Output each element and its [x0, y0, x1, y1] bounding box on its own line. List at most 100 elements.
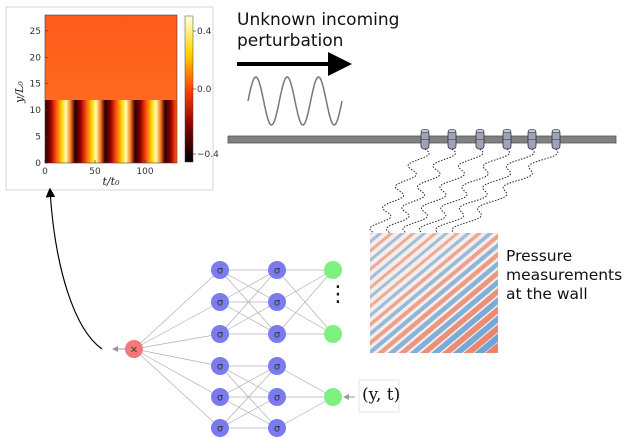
- signal-wave: [418, 148, 511, 234]
- network-edge: [133, 348, 221, 429]
- hidden-node-symbol: σ: [274, 424, 281, 435]
- network-edge: [276, 396, 334, 429]
- network-edges: [133, 269, 334, 429]
- pressure-stripe: [376, 251, 498, 353]
- ellipsis: ⋮: [327, 282, 349, 307]
- pressure-sensor: [502, 129, 512, 150]
- colorbar-tick-label: −0.4: [197, 150, 219, 160]
- hidden-node-symbol: σ: [217, 298, 224, 309]
- hidden-node-symbol: σ: [217, 266, 224, 277]
- pressure-stripe: [441, 306, 498, 353]
- y-tick-label: 10: [30, 106, 42, 116]
- pressure-label-line2: measurements: [506, 266, 623, 284]
- pressure-stripe: [370, 233, 449, 300]
- hidden-node-symbol: σ: [274, 362, 281, 373]
- pressure-stripe: [431, 296, 498, 353]
- signal-wave: [435, 148, 535, 234]
- hidden-node: σ: [268, 325, 286, 343]
- pressure-stripe: [409, 278, 498, 353]
- hidden-node: σ: [211, 293, 229, 311]
- pressure-stripe: [452, 315, 498, 353]
- network-edge: [219, 269, 278, 303]
- pressure-sensor: [420, 129, 430, 150]
- pressure-stripe: [474, 333, 498, 353]
- signal-wave: [385, 148, 457, 234]
- colorbar-tick-label: 0.4: [197, 27, 212, 37]
- heatmap-axes: [44, 14, 178, 164]
- network-edge: [276, 269, 334, 335]
- hidden-node-symbol: σ: [217, 362, 224, 373]
- pressure-stripe: [370, 242, 498, 353]
- hidden-node: σ: [268, 293, 286, 311]
- network-edge: [276, 269, 334, 303]
- y-tick-label: 20: [30, 53, 42, 63]
- hidden-node: σ: [268, 388, 286, 406]
- x-axis-label: t/t₀: [103, 175, 121, 188]
- hidden-node: σ: [211, 419, 229, 437]
- x-tick-label: 0: [42, 167, 48, 177]
- hidden-node-symbol: σ: [274, 298, 281, 309]
- input-node: [324, 261, 342, 279]
- network-edge: [133, 301, 221, 350]
- perturbation-label-line2: perturbation: [237, 31, 344, 51]
- incoming-wave: [247, 76, 343, 126]
- network-edge: [219, 301, 278, 335]
- sensor-array: [420, 129, 561, 150]
- hidden-node-symbol: σ: [217, 330, 224, 341]
- signal-wave: [402, 148, 484, 234]
- hidden-node: σ: [268, 357, 286, 375]
- output-node-symbol: ×: [130, 345, 138, 356]
- hidden-node: σ: [211, 357, 229, 375]
- hidden-node-symbol: σ: [274, 393, 281, 404]
- signal-wave: [369, 148, 430, 234]
- pressure-label: Pressure measurements at the wall: [506, 247, 622, 304]
- hidden-node: σ: [211, 261, 229, 279]
- network-edge: [219, 365, 278, 398]
- heatmap-upper-region: [45, 15, 177, 100]
- signal-wave: [451, 148, 559, 234]
- perturbation-label-line1: Unknown incoming: [237, 10, 400, 30]
- perturbation-label: Unknown incoming perturbation: [237, 10, 399, 52]
- hidden-node-symbol: σ: [217, 393, 224, 404]
- input-box: [358, 379, 400, 413]
- network-edge: [219, 269, 278, 335]
- input-node: [324, 325, 342, 343]
- network-edge: [276, 365, 334, 398]
- pressure-stripe: [370, 233, 427, 281]
- network-edge: [219, 396, 278, 429]
- pressure-label-line1: Pressure: [506, 247, 573, 265]
- network-edge: [133, 348, 221, 398]
- pressure-stripe: [463, 324, 498, 353]
- y-tick-label: 25: [30, 27, 41, 37]
- input-node: [324, 388, 342, 406]
- pressure-stripe: [370, 233, 394, 254]
- network-edge: [219, 365, 278, 429]
- network-edge: [133, 348, 221, 367]
- heatmap-lower-region: [45, 100, 177, 163]
- colorbar: [184, 15, 194, 163]
- pressure-stripe: [370, 233, 416, 272]
- network-edge: [276, 301, 334, 335]
- pressure-stripe: [387, 260, 498, 353]
- pressure-sensor: [527, 129, 537, 150]
- pressure-stripe: [370, 233, 472, 318]
- colorbar-tick-label: 0.0: [197, 85, 212, 95]
- pressure-stripe: [370, 233, 383, 244]
- pressure-stripe: [420, 287, 498, 353]
- pressure-stripe: [370, 233, 498, 346]
- pressure-field: [370, 233, 498, 353]
- y-tick-label: 5: [35, 133, 41, 143]
- pressure-sensor: [551, 129, 561, 150]
- pressure-sensor: [447, 129, 457, 150]
- pressure-stripe: [370, 233, 483, 328]
- pressure-stripe: [398, 269, 498, 353]
- hidden-node: σ: [268, 419, 286, 437]
- pressure-stripe: [370, 233, 438, 290]
- feedback-arrow: [45, 187, 103, 350]
- pressure-stripe: [370, 233, 460, 309]
- pressure-label-line3: at the wall: [506, 285, 588, 303]
